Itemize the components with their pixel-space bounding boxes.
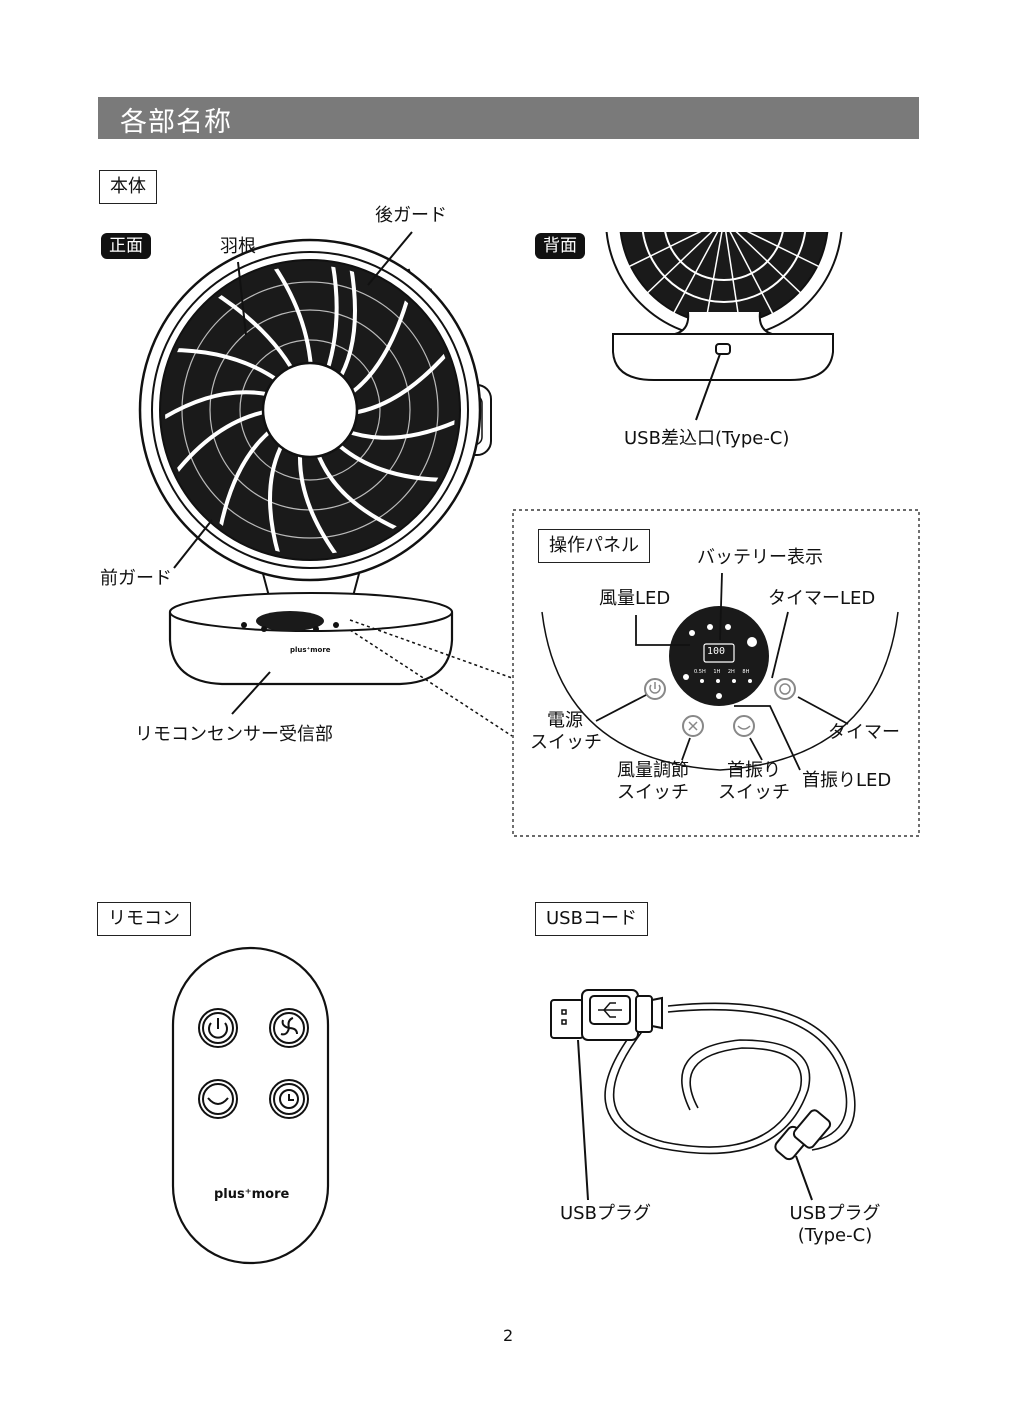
usb-c-plug-icon xyxy=(773,1108,832,1161)
usb-plug-label: USBプラグ xyxy=(560,1203,651,1225)
usb-a-plug-icon xyxy=(551,990,662,1040)
usb-c-plug-label-2: (Type-C) xyxy=(780,1225,890,1247)
usb-c-plug-label-1: USBプラグ xyxy=(780,1203,890,1225)
page-number: 2 xyxy=(503,1326,513,1345)
